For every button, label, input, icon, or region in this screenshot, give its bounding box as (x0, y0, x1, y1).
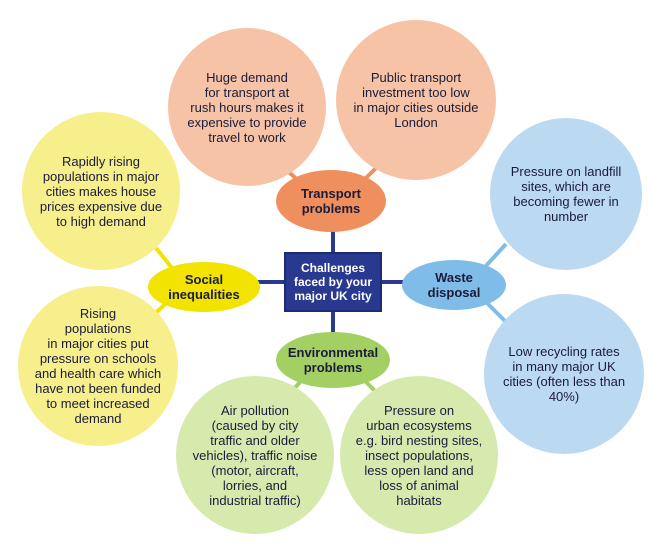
transport-point-1-text: Huge demand for transport at rush hours … (187, 69, 307, 145)
environmental-point-ecosystems: Pressure on urban ecosystems e.g. bird n… (340, 376, 498, 534)
hub-waste-disposal: Waste disposal (402, 260, 506, 310)
transport-point-investment: Public transport investment too low in m… (336, 20, 496, 180)
waste-point-recycling: Low recycling rates in many major UK cit… (484, 294, 644, 454)
social-point-2-text: Rising populations in major cities put p… (34, 306, 162, 426)
waste-point-1-text: Pressure on landfill sites, which are be… (510, 164, 622, 224)
hub-environmental-problems: Environmental problems (276, 332, 390, 388)
hub-transport-problems: Transport problems (276, 170, 386, 232)
transport-point-rush-hour: Huge demand for transport at rush hours … (168, 28, 326, 186)
environmental-point-pollution: Air pollution (caused by city traffic an… (176, 376, 334, 534)
connector-waste-1 (482, 242, 508, 270)
connector-social-1 (154, 246, 174, 270)
center-topic-box: Challenges faced by your major UK city (284, 252, 382, 312)
social-point-1-text: Rapidly rising populations in major citi… (39, 153, 163, 229)
social-point-schools-health: Rising populations in major cities put p… (18, 286, 178, 446)
environmental-point-2-text: Pressure on urban ecosystems e.g. bird n… (355, 402, 483, 508)
transport-point-2-text: Public transport investment too low in m… (353, 70, 479, 130)
environmental-point-1-text: Air pollution (caused by city traffic an… (192, 402, 318, 508)
social-point-house-prices: Rapidly rising populations in major citi… (22, 112, 180, 270)
hub-social-inequalities: Social inequalities (148, 262, 260, 312)
waste-point-landfill: Pressure on landfill sites, which are be… (490, 118, 642, 270)
waste-point-2-text: Low recycling rates in many major UK cit… (502, 344, 626, 404)
